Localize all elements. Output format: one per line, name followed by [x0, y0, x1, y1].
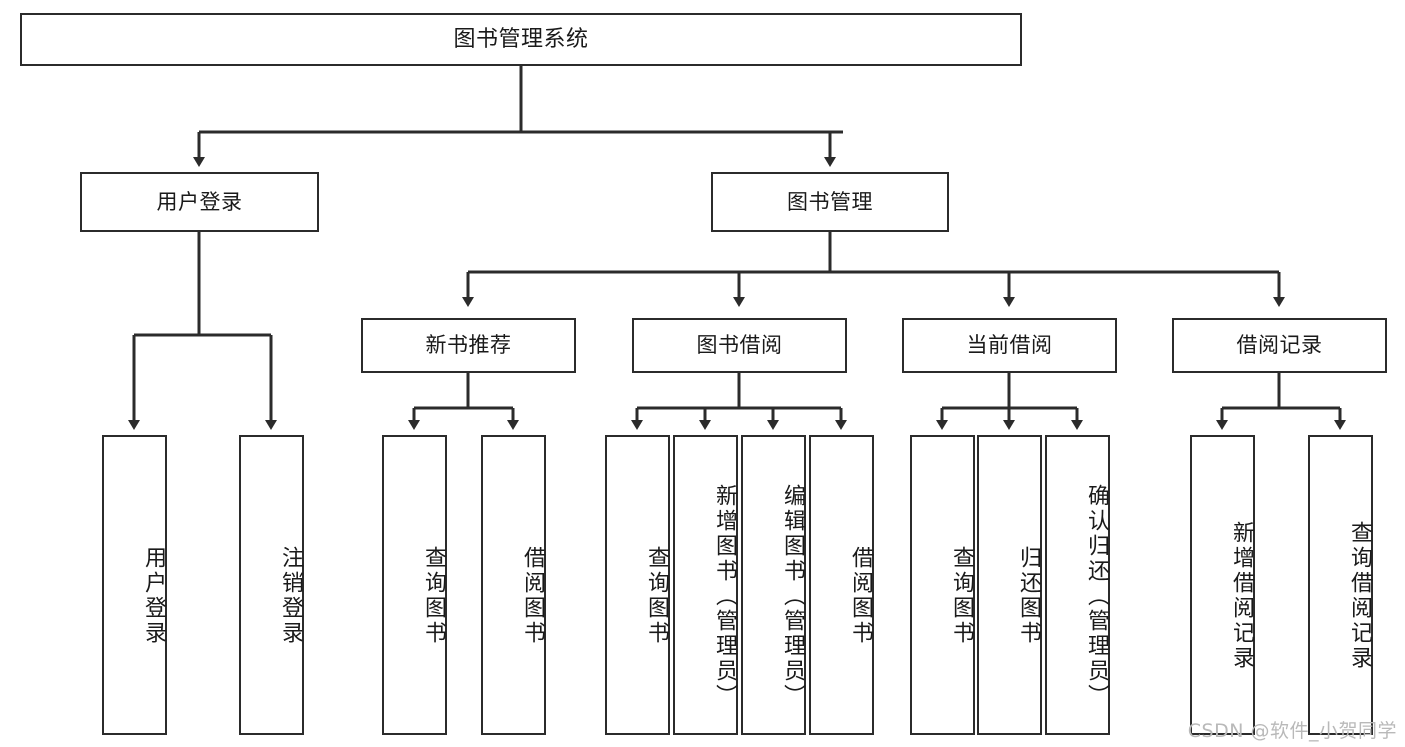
node-label: 编辑图书（管理员） [780, 483, 805, 709]
node-new-book-recommend[interactable]: 新书推荐 [361, 318, 576, 373]
leaf-borrow-edit-book[interactable]: 编辑图书（管理员） [741, 435, 806, 735]
node-label: 新增图书（管理员） [712, 483, 737, 709]
node-label: 新增借阅记录 [1229, 521, 1254, 671]
node-label: 借阅图书 [520, 546, 545, 646]
leaf-current-confirm-return[interactable]: 确认归还（管理员） [1045, 435, 1110, 735]
node-user-login[interactable]: 用户登录 [80, 172, 319, 232]
node-label: 注销登录 [278, 546, 303, 646]
node-label: 归还图书 [1016, 546, 1041, 646]
node-current-borrow[interactable]: 当前借阅 [902, 318, 1117, 373]
node-label: 新书推荐 [425, 333, 512, 358]
leaf-record-query-record[interactable]: 查询借阅记录 [1308, 435, 1373, 735]
node-label: 借阅记录 [1236, 333, 1323, 358]
node-label: 图书借阅 [696, 333, 783, 358]
node-label: 当前借阅 [966, 333, 1053, 358]
node-label: 用户登录 [141, 546, 166, 646]
leaf-borrow-borrow-book[interactable]: 借阅图书 [809, 435, 874, 735]
leaf-current-query-book[interactable]: 查询图书 [910, 435, 975, 735]
leaf-user-login-signin[interactable]: 用户登录 [102, 435, 167, 735]
leaf-user-login-signout[interactable]: 注销登录 [239, 435, 304, 735]
node-book-management[interactable]: 图书管理 [711, 172, 949, 232]
node-label: 查询图书 [949, 546, 974, 646]
leaf-borrow-add-book[interactable]: 新增图书（管理员） [673, 435, 738, 735]
leaf-current-return-book[interactable]: 归还图书 [977, 435, 1042, 735]
node-label: 图书管理系统 [453, 26, 589, 52]
leaf-recommend-query-book[interactable]: 查询图书 [382, 435, 447, 735]
node-label: 图书管理 [787, 189, 873, 214]
node-root-system[interactable]: 图书管理系统 [20, 13, 1022, 66]
node-book-borrow[interactable]: 图书借阅 [632, 318, 847, 373]
node-label: 借阅图书 [848, 546, 873, 646]
csdn-watermark: CSDN @软件_小贺同学 [1187, 720, 1397, 742]
leaf-record-add-record[interactable]: 新增借阅记录 [1190, 435, 1255, 735]
node-label: 查询图书 [421, 546, 446, 646]
node-label: 查询图书 [644, 546, 669, 646]
leaf-recommend-borrow-book[interactable]: 借阅图书 [481, 435, 546, 735]
node-label: 确认归还（管理员） [1084, 483, 1109, 709]
node-borrow-record[interactable]: 借阅记录 [1172, 318, 1387, 373]
node-label: 用户登录 [156, 189, 243, 214]
leaf-borrow-query-book[interactable]: 查询图书 [605, 435, 670, 735]
node-label: 查询借阅记录 [1347, 521, 1372, 671]
